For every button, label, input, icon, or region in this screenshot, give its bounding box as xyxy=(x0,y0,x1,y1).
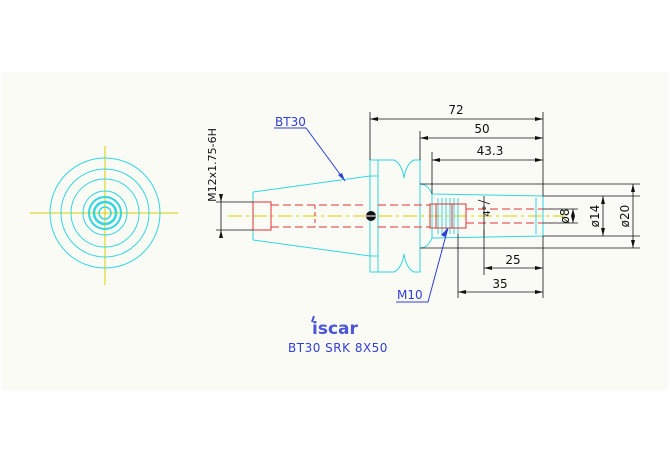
thread-secondary-label: M10 xyxy=(397,288,423,302)
iscar-logo: iscar xyxy=(311,315,358,339)
drawing-background xyxy=(2,72,668,390)
dim-72-label: 72 xyxy=(448,103,463,117)
dim-43-label: 43.3 xyxy=(477,144,504,158)
dim-dia20-label: ø20 xyxy=(618,205,632,228)
dim-angle-label: 4° xyxy=(482,205,493,216)
leader-lines xyxy=(274,127,449,303)
end-view-inner-circle xyxy=(92,200,118,226)
thread-main-label: M12x1.75-6H xyxy=(206,128,219,202)
end-view-flange-circle xyxy=(60,168,150,258)
dim-25-label: 25 xyxy=(505,253,520,267)
drawing-caption: BT30 SRK 8X50 xyxy=(288,341,388,355)
end-view-collar-circle xyxy=(82,190,128,236)
dim-dia8-label: ø8 xyxy=(558,209,572,224)
dim-35-label: 35 xyxy=(492,277,507,291)
logo-text: iscar xyxy=(312,319,358,339)
end-view-outer-circle xyxy=(49,157,161,269)
end-view-taper-circle xyxy=(70,178,140,248)
dimension-lines xyxy=(216,112,640,298)
dim-dia14-label: ø14 xyxy=(588,205,602,228)
side-view-hidden-lines xyxy=(252,201,543,231)
end-view xyxy=(30,146,178,285)
dimension-texts: 72 50 43.3 25 35 4° ø8 ø14 ø20 M12x1.75-… xyxy=(206,103,632,291)
dim-50-label: 50 xyxy=(474,122,489,136)
end-view-bore-circle xyxy=(88,196,122,230)
part-name-label: BT30 xyxy=(275,115,306,129)
dimension-arrows xyxy=(219,117,635,294)
end-view-center-circle xyxy=(98,206,112,220)
leader-arrows xyxy=(338,173,448,237)
